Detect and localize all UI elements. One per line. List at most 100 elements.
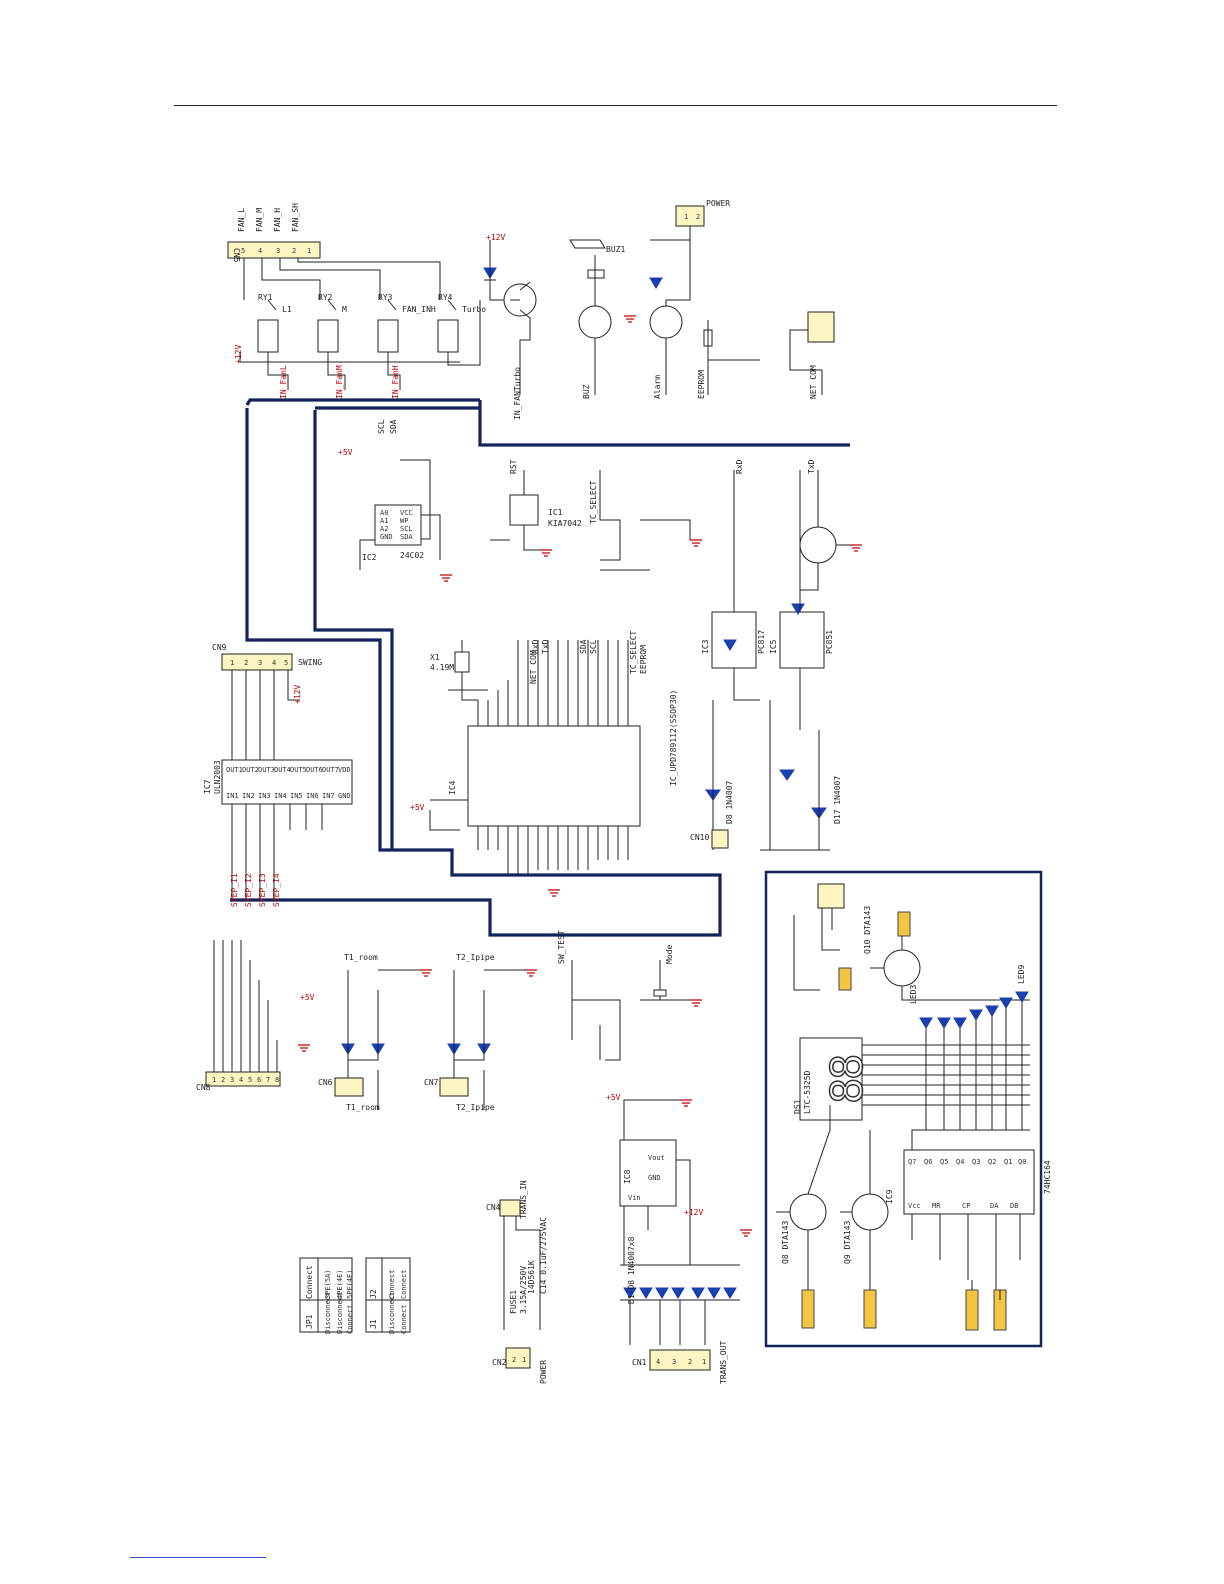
swing-supply: +12V [293, 685, 302, 704]
net-buz: BUZ [582, 384, 591, 399]
reg-out-label: +5V [606, 1093, 621, 1102]
svg-text:GND: GND [380, 533, 393, 541]
t2-pipe-input: CN7 T2_Ipipe T2_Ipipe [424, 953, 525, 1112]
svg-text:IN3: IN3 [258, 792, 271, 800]
svg-text:IC_UPD789112(SSOP30): IC_UPD789112(SSOP30) [669, 690, 678, 786]
regulator-7805: Vin Vout GND IC8 +5V +12V [606, 1093, 703, 1266]
svg-text:Disconnect: Disconnect [388, 1292, 396, 1334]
svg-text:Q8 DTA143: Q8 DTA143 [781, 1220, 790, 1264]
relay-bank: RY1 L1 RY2 M RY3 FAN_INH RY4 Turbo +12V … [234, 293, 486, 399]
svg-text:IN4: IN4 [274, 792, 287, 800]
svg-text:3: 3 [258, 659, 262, 667]
ic2-eeprom: A0 A1 A2 GND VCC WP SCL SDA IC2 24C02 SC… [338, 419, 441, 570]
svg-text:X1: X1 [430, 653, 440, 662]
svg-text:IN6: IN6 [306, 792, 319, 800]
svg-text:ULN2003: ULN2003 [213, 760, 222, 794]
svg-text:DA: DA [990, 1202, 999, 1210]
svg-text:IC7: IC7 [203, 779, 212, 794]
relay-ry2: RY2 M [317, 293, 347, 390]
svg-text:5: 5 [241, 247, 245, 255]
svg-text:WP: WP [400, 517, 408, 525]
mcu-net-scl: SCL [589, 639, 598, 654]
svg-text:CN8: CN8 [196, 1083, 211, 1092]
svg-text:CN7: CN7 [424, 1078, 439, 1087]
net-tc-select: TC_SELECT [589, 480, 598, 524]
net-rst: RST [509, 459, 518, 474]
svg-text:4: 4 [272, 659, 276, 667]
svg-text:Q3: Q3 [972, 1158, 980, 1166]
svg-text:CP: CP [962, 1202, 970, 1210]
svg-text:Connect: Connect [400, 1304, 408, 1334]
net-sda: SDA [389, 419, 398, 434]
svg-text:2: 2 [244, 659, 248, 667]
net-power-diodes: D8 1N4007 D17 1N4007 [705, 700, 842, 851]
svg-text:Vcc: Vcc [908, 1202, 921, 1210]
buzzer-section: BUZ1 BUZ Alarm [569, 239, 691, 399]
cn8-connector: 1 2 3 4 5 6 7 8 CN8 [196, 940, 281, 1092]
footer-rule [130, 1557, 266, 1558]
svg-text:OUT1: OUT1 [226, 766, 243, 774]
svg-text:74HC164: 74HC164 [1043, 1160, 1052, 1194]
heat-tag [838, 911, 911, 991]
svg-text:1: 1 [522, 1356, 526, 1364]
cn4-trans-in: CN4 TRANS_IN [486, 1180, 541, 1330]
svg-text:IN1: IN1 [226, 792, 239, 800]
tc-select-network: TC_SELECT [589, 470, 691, 571]
net-sw-test: SW_TEST [557, 930, 566, 964]
svg-text:D8 1N4007: D8 1N4007 [725, 780, 734, 824]
svg-text:FUSE1: FUSE1 [509, 1290, 518, 1314]
net-in-fan-m: IN_FanM [335, 365, 344, 399]
svg-text:IC8: IC8 [623, 1169, 632, 1184]
svg-text:OUT3: OUT3 [258, 766, 275, 774]
svg-text:4: 4 [258, 247, 262, 255]
net-txd: TxD [807, 459, 816, 474]
svg-text:CN4: CN4 [486, 1203, 501, 1212]
svg-text:5PE(4E): 5PE(4E) [346, 1269, 354, 1299]
svg-text:3: 3 [276, 247, 280, 255]
svg-text:D1-D8 1N4007x8: D1-D8 1N4007x8 [627, 1236, 636, 1304]
svg-text:Q0: Q0 [1018, 1158, 1026, 1166]
svg-text:A1: A1 [380, 517, 388, 525]
net-t2-pipe: T2_Ipipe [456, 953, 495, 962]
net-step-4: STEP_I4 [272, 873, 281, 907]
svg-text:1: 1 [702, 1358, 706, 1366]
relay-ry1: RY1 L1 [257, 293, 292, 390]
crystal-x1: X1 4.19M [430, 640, 488, 701]
svg-text:TRANS_IN: TRANS_IN [519, 1180, 528, 1219]
svg-text:KIA7042: KIA7042 [548, 519, 582, 528]
svg-text:IC1: IC1 [548, 508, 563, 517]
signal-bus [230, 398, 850, 937]
svg-text:SCL: SCL [400, 525, 413, 533]
svg-text:Q1: Q1 [1004, 1158, 1012, 1166]
svg-text:IC4: IC4 [448, 780, 457, 795]
svg-text:J1: J1 [369, 1319, 378, 1329]
net-in-fan-turbo: IN_FANTurbo [513, 367, 522, 420]
svg-text:OUT6: OUT6 [306, 766, 323, 774]
cn5-ref: CN5 [232, 248, 241, 263]
svg-text:Vout: Vout [648, 1154, 665, 1162]
svg-text:LED3: LED3 [909, 985, 918, 1004]
svg-text:VDD: VDD [338, 766, 351, 774]
net-alarm: Alarm [653, 375, 662, 399]
cn5-net-fan-sh: FAN_SH [291, 203, 300, 232]
sw-test-input: SW_TEST [557, 930, 621, 1061]
receiver-rec1 [793, 883, 845, 991]
cn10-connector: CN10 [690, 829, 729, 849]
svg-text:CN9: CN9 [212, 643, 227, 652]
svg-text:IC3: IC3 [701, 639, 710, 654]
svg-text:PC851: PC851 [825, 630, 834, 654]
svg-text:IC9: IC9 [885, 1189, 894, 1204]
cn6-net-t1: T1_room [346, 1103, 380, 1112]
svg-text:24C02: 24C02 [400, 551, 424, 560]
svg-text:2: 2 [292, 247, 296, 255]
svg-text:RY4: RY4 [438, 293, 453, 302]
svg-text:1: 1 [684, 213, 688, 221]
ground-symbols [298, 315, 862, 1237]
mcu-net-tcselect: TC_SELECT [629, 630, 638, 674]
seven-seg-ds1: 8 8 DS1 LTC-5325D [793, 1037, 1030, 1121]
svg-text:Q2: Q2 [988, 1158, 996, 1166]
